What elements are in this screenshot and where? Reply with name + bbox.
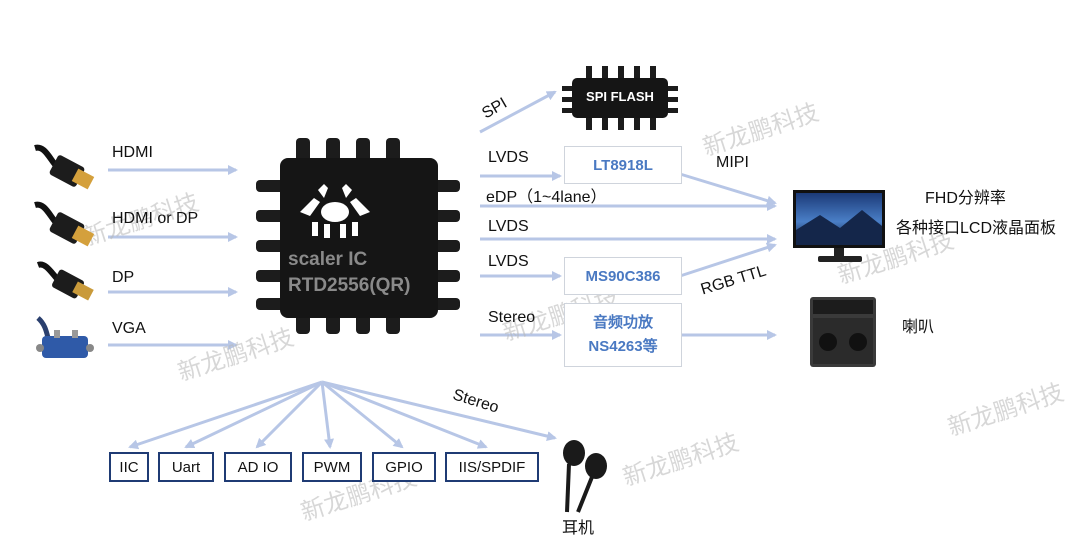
arrow-pwm [320, 381, 334, 449]
arrow-mipi [679, 172, 777, 206]
peripheral-iis-spdif-label: IIS/SPDIF [458, 458, 526, 476]
peripheral-uart-label: Uart [171, 458, 201, 476]
peripheral-adio: AD IO [224, 452, 292, 482]
display-label-1: FHD分辨率 [925, 190, 1006, 207]
peripheral-gpio: GPIO [372, 452, 436, 482]
label-mipi: MIPI [716, 154, 749, 171]
audio-amp-label-1: 音频功放 [592, 314, 653, 331]
peripheral-adio-label: AD IO [237, 458, 279, 476]
arrow-rgb [679, 242, 777, 278]
earphone-label: 耳机 [562, 520, 595, 537]
peripheral-pwm-label: PWM [313, 458, 351, 476]
realtek-crab-logo-icon [300, 184, 370, 238]
label-dp: DP [112, 269, 135, 286]
ms90c386-box: MS90C386 [564, 257, 682, 295]
peripheral-pwm: PWM [302, 452, 362, 482]
lt8918l-box: LT8918L [564, 146, 682, 184]
vga-connector-icon [36, 316, 94, 358]
hdmi-dp-connector-icon [34, 201, 95, 247]
arrow-spi [479, 90, 557, 134]
speaker-label: 喇叭 [902, 319, 935, 336]
arrow-adio [255, 380, 324, 449]
peripheral-iic-label: IIC [119, 458, 139, 476]
ms90c386-label: MS90C386 [585, 267, 661, 285]
arrow-uart [184, 380, 323, 449]
arrow-headphone [321, 380, 557, 441]
label-hdmi-dp: HDMI or DP [112, 210, 199, 227]
peripheral-iis-spdif: IIS/SPDIF [445, 452, 539, 482]
peripheral-iic: IIC [109, 452, 149, 482]
arrow-gpio [321, 380, 404, 449]
label-edp: eDP（1~4lane） [486, 189, 607, 206]
chip-label-2: RTD2556(QR) [288, 275, 411, 296]
dp-connector-icon [36, 261, 94, 301]
label-lvds-1: LVDS [488, 149, 529, 166]
display-label-2: 各种接口LCD液晶面板 [896, 220, 1057, 237]
audio-amp-label-2: NS4263等 [588, 338, 658, 355]
peripheral-gpio-label: GPIO [385, 458, 423, 476]
hdmi-connector-icon [34, 144, 95, 190]
label-vga: VGA [112, 320, 146, 337]
peripheral-uart: Uart [158, 452, 214, 482]
chip-label-1: scaler IC [288, 249, 368, 270]
label-hdmi: HDMI [112, 144, 153, 161]
lt8918l-label: LT8918L [593, 156, 653, 174]
arrow-iic [128, 380, 323, 450]
label-stereo: Stereo [488, 309, 536, 326]
label-lvds-2: LVDS [488, 218, 529, 235]
audio-amp-box: 音频功放 NS4263等 [564, 303, 682, 367]
label-lvds-3: LVDS [488, 253, 529, 270]
spi-flash-label: SPI FLASH [586, 89, 654, 104]
arrow-iis [321, 380, 488, 449]
